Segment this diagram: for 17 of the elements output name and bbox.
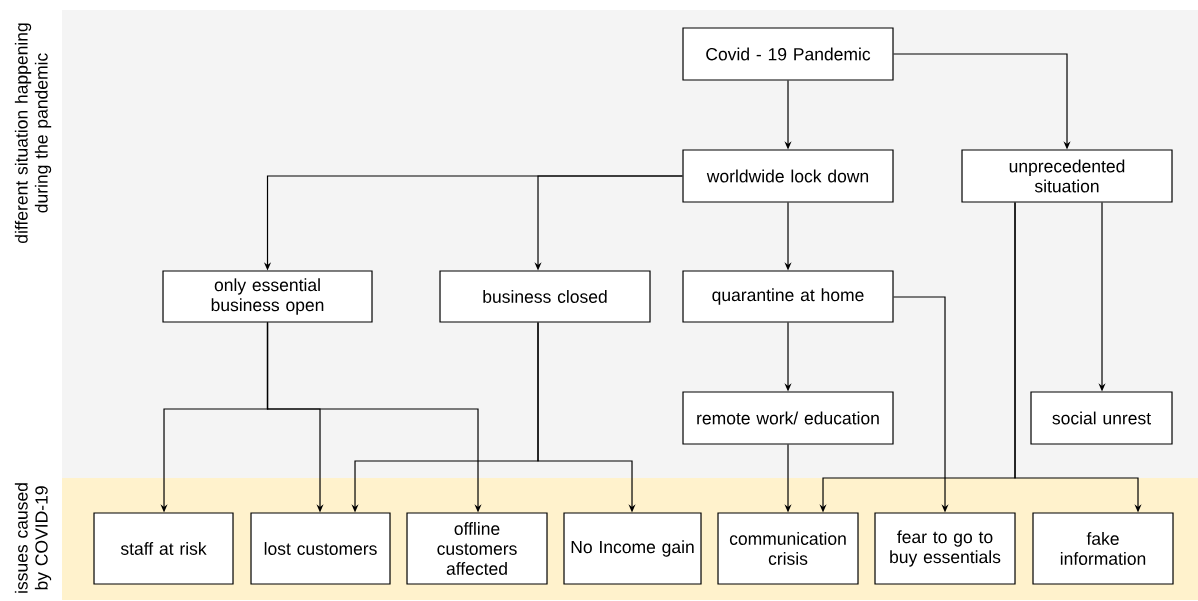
process-box: fake information [1032,512,1174,585]
process-box: Covid - 19 Pandemic [682,27,894,81]
process-box: offline customers affected [406,512,548,585]
process-box: social unrest [1030,391,1173,445]
band-label: issues caused by COVID-19 [14,483,52,593]
process-box: staff at risk [93,512,234,585]
process-box: worldwide lock down [682,149,894,203]
process-box: lost customers [250,512,391,585]
process-box: fear to go to buy essentials [874,512,1016,585]
process-box: business closed [439,270,651,323]
process-box: only essential business open [162,270,373,323]
process-box: communication crisis [717,512,859,585]
band-label: different situation happening during the pandemic [14,23,52,243]
process-box: quarantine at home [682,270,894,323]
process-box: No Income gain [563,512,702,585]
process-box: unprecedented situation [961,149,1173,203]
process-box: remote work/ education [682,391,894,445]
